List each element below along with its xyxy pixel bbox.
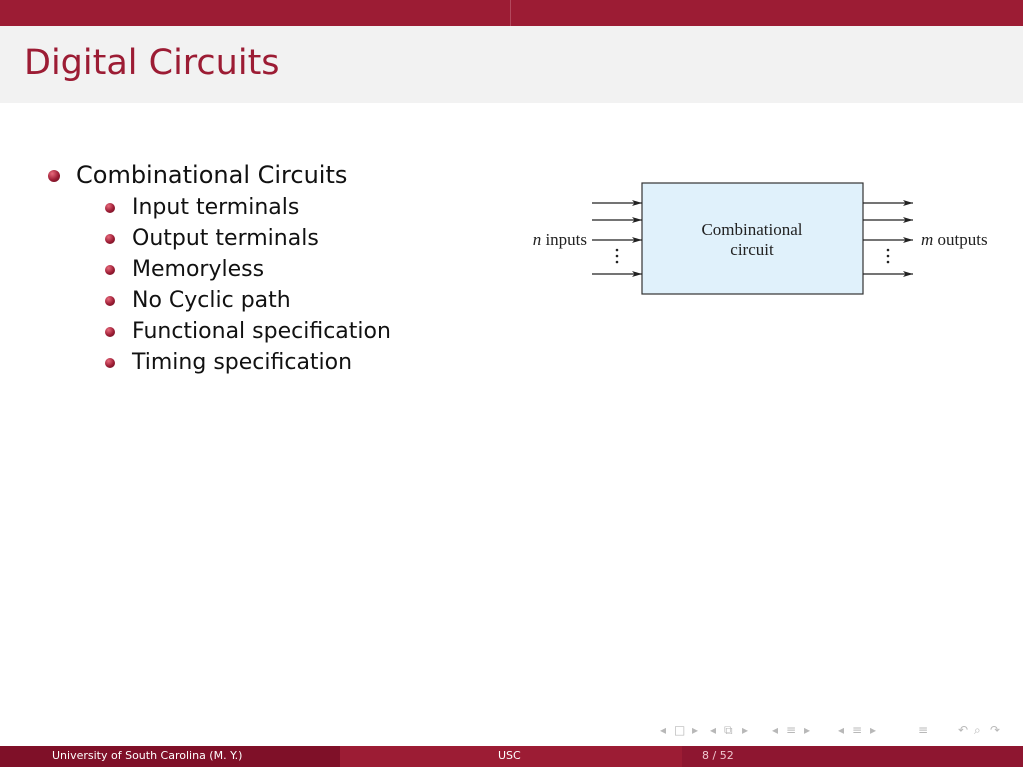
footer-author-segment: University of South Carolina (M. Y.) xyxy=(0,746,340,767)
inputs-label: n inputs xyxy=(533,230,587,249)
footer-institute: USC xyxy=(498,749,521,762)
nav-redo-icon[interactable]: ↷ xyxy=(990,723,1001,737)
outputs-variable: m xyxy=(921,230,933,249)
inputs-variable: n xyxy=(533,230,542,249)
nav-search-icon[interactable]: ⌕ xyxy=(974,723,981,737)
footer-bar: University of South Carolina (M. Y.) USC… xyxy=(0,746,1023,767)
slide-title: Digital Circuits xyxy=(24,43,280,83)
sub-bullet-item: Memoryless xyxy=(102,254,391,285)
nav-right-arrow-icon[interactable]: ▸ xyxy=(742,723,749,737)
nav-right-arrow-icon[interactable]: ▸ xyxy=(870,723,877,737)
sub-bullet-item: Functional specification xyxy=(102,316,391,347)
nav-left-arrow-icon[interactable]: ◂ xyxy=(838,723,845,737)
nav-left-arrow-icon[interactable]: ◂ xyxy=(660,723,667,737)
sub-bullet-text: Output terminals xyxy=(132,226,319,251)
block-label-line2: circuit xyxy=(730,240,774,259)
nav-section-icon[interactable]: ≡ xyxy=(852,723,863,737)
bullet-item: Combinational Circuits Input terminals O… xyxy=(46,158,391,378)
sub-bullet-item: Input terminals xyxy=(102,192,391,223)
sub-bullet-ball-icon xyxy=(105,327,115,337)
input-ellipsis-icon xyxy=(615,248,619,264)
nav-left-arrow-icon[interactable]: ◂ xyxy=(772,723,779,737)
sub-bullet-ball-icon xyxy=(105,358,115,368)
beamer-navigation: ◂ □ ▸ ◂ ⧉ ▸ ◂ ≡ ▸ ◂ ≡ ▸ ≡ ↶ ⌕ ↷ xyxy=(660,723,1020,741)
bullet-text: Combinational Circuits xyxy=(76,161,348,189)
sub-bullet-text: No Cyclic path xyxy=(132,288,291,313)
footer-page-segment: 8 / 52 xyxy=(682,746,1023,767)
nav-subsection-icon[interactable]: ⧉ xyxy=(724,723,733,737)
combinational-circuit-diagram: Combinational circuit n inputs m outputs xyxy=(533,182,988,295)
sub-bullet-ball-icon xyxy=(105,203,115,213)
sub-bullet-item: Output terminals xyxy=(102,223,391,254)
sub-bullet-ball-icon xyxy=(105,234,115,244)
output-ellipsis-icon xyxy=(886,248,890,264)
sub-bullet-item: Timing specification xyxy=(102,347,391,378)
sub-bullet-text: Input terminals xyxy=(132,195,300,220)
title-bar xyxy=(0,26,1023,103)
nav-left-arrow-icon[interactable]: ◂ xyxy=(710,723,717,737)
bullet-list: Combinational Circuits Input terminals O… xyxy=(46,158,391,378)
nav-right-arrow-icon[interactable]: ▸ xyxy=(804,723,811,737)
sub-bullet-text: Memoryless xyxy=(132,257,265,282)
outputs-label: m outputs xyxy=(921,230,988,249)
sub-bullet-list: Input terminals Output terminals Memoryl… xyxy=(76,192,391,378)
footer-page-number: 8 / 52 xyxy=(702,749,734,762)
inputs-word: inputs xyxy=(541,230,587,249)
sub-bullet-text: Timing specification xyxy=(132,350,353,375)
nav-section-icon[interactable]: ≡ xyxy=(786,723,797,737)
circuit-block xyxy=(641,182,864,295)
header-bar xyxy=(0,0,1023,26)
sub-bullet-item: No Cyclic path xyxy=(102,285,391,316)
header-divider xyxy=(510,0,511,26)
bullet-ball-icon xyxy=(48,170,60,182)
sub-bullet-ball-icon xyxy=(105,296,115,306)
sub-bullet-text: Functional specification xyxy=(132,319,391,344)
footer-author: University of South Carolina (M. Y.) xyxy=(52,749,243,762)
outputs-word: outputs xyxy=(933,230,987,249)
nav-undo-icon[interactable]: ↶ xyxy=(958,723,969,737)
sub-bullet-ball-icon xyxy=(105,265,115,275)
nav-right-arrow-icon[interactable]: ▸ xyxy=(692,723,699,737)
nav-frame-icon[interactable]: □ xyxy=(674,723,686,737)
block-label-line1: Combinational xyxy=(701,220,802,239)
nav-appendix-icon[interactable]: ≡ xyxy=(918,723,929,737)
